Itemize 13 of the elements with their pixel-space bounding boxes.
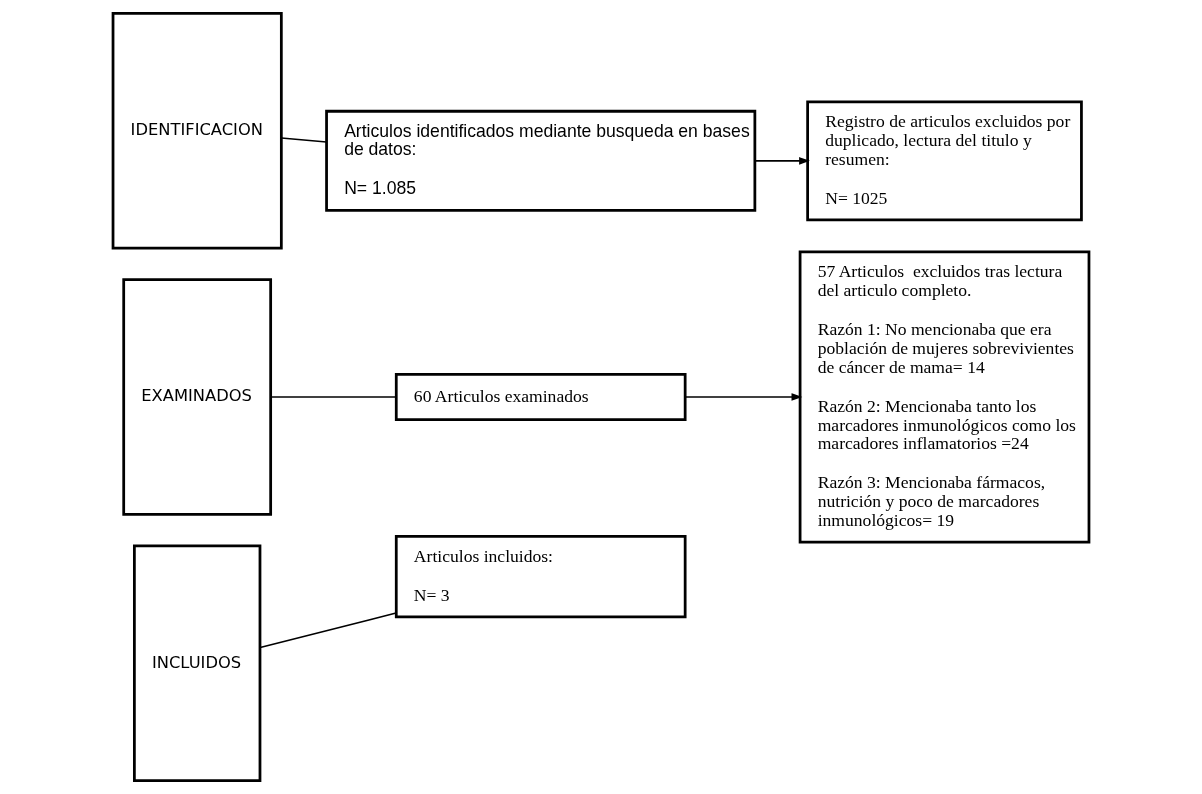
node-box: Registro de articulos excluidos por duplicado, lectura del titulo y resumen: N= 1025	[806, 100, 1083, 222]
node-box: Articulos identificados mediante busqueda en bases de datos: N= 1.085	[325, 109, 757, 212]
node-box: 57 Articulos excluidos tras lectura del articulo completo. Razón 1: No mencionaba que era población de mujeres sobrevivientes de cáncer de mama= 14 Razón 2: Mencionaba tanto los marcadores inmunológicos como los marcadores inflamatorios =24 Razón 3: Mencionaba fármacos, nutrición y poco de marcadores inmunológicos= 19	[798, 250, 1091, 544]
node-box: Articulos incluidos: N= 3	[394, 535, 687, 619]
connector	[280, 137, 328, 143]
connector	[269, 396, 397, 398]
node-box: INCLUIDOS	[133, 544, 262, 783]
arrow	[684, 393, 803, 401]
node-box: IDENTIFICACION	[111, 11, 283, 250]
node-box: EXAMINADOS	[122, 278, 273, 516]
arrow	[754, 157, 810, 165]
node-box: 60 Articulos examinados	[394, 373, 687, 421]
connector	[259, 612, 397, 649]
